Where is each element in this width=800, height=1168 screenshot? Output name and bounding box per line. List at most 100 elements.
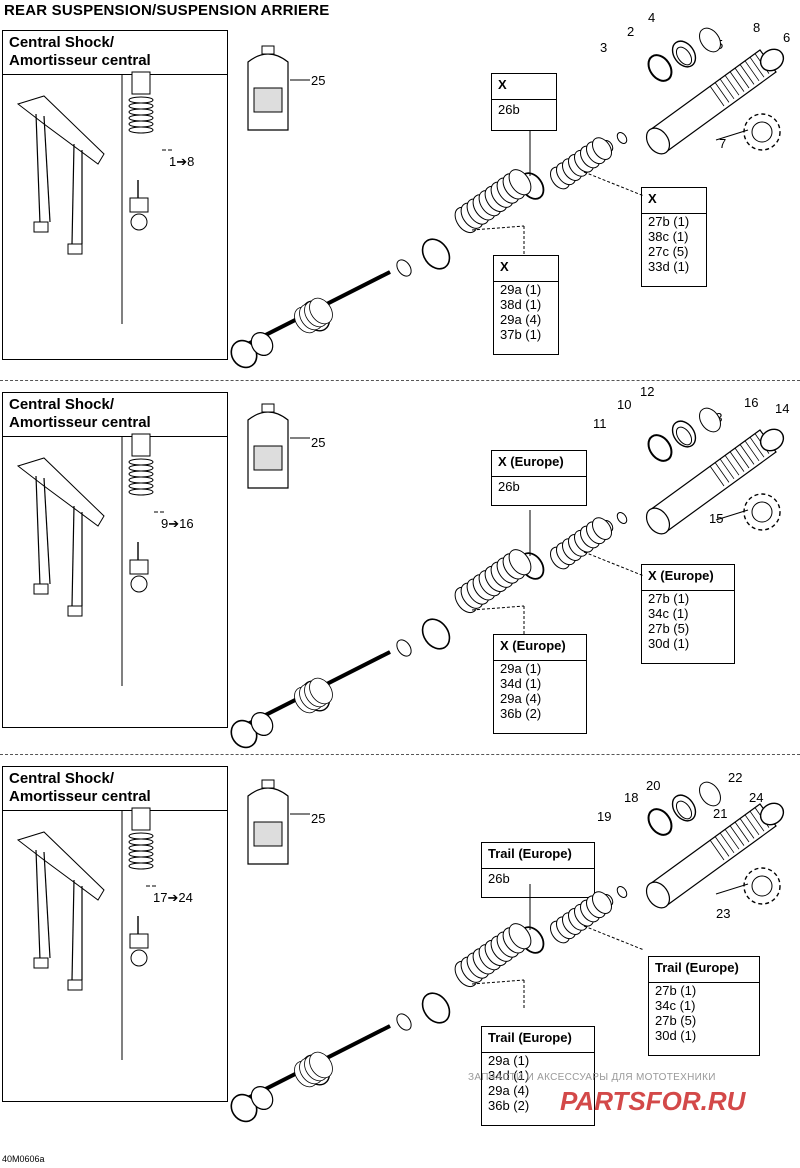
reservoir-ribs: [744, 814, 760, 836]
rod-eye-bushing: [250, 332, 274, 356]
frame-foot: [33, 957, 49, 969]
frame-leg: [43, 115, 51, 223]
reservoir-ribs: [714, 836, 730, 857]
bushing-inner: [675, 800, 693, 820]
washer: [396, 639, 412, 657]
frame-foot: [67, 243, 83, 255]
leader-line: [471, 605, 525, 611]
section-divider: [0, 380, 800, 381]
shim-stack: [508, 169, 532, 196]
watermark-logo: PARTSFOR.RU: [560, 1086, 746, 1116]
reservoir-ribs: [709, 85, 725, 107]
shock-eye: [759, 802, 785, 826]
leader-line: [583, 171, 645, 197]
reservoir-ribs: [734, 821, 750, 843]
frame-leg: [35, 849, 41, 961]
callout-19: 19: [597, 809, 612, 824]
spec-box-top: Trail (Europe) 26b: [481, 842, 595, 898]
diagram-section-3: Central Shock/ Amortisseur central 17➔24…: [0, 754, 800, 1154]
frame-sketch: [16, 831, 105, 901]
range-label: 9➔16: [161, 516, 194, 531]
shock-eye: [759, 48, 785, 72]
shim-stack: [591, 517, 613, 540]
diagram-section-2: Central Shock/ Amortisseur central 9➔16 …: [0, 380, 800, 754]
shim: [616, 132, 628, 144]
spec-box-right: X 27b (1) 38c (1) 27c (5) 33d (1): [641, 187, 707, 287]
spec-box-right: X (Europe) 27b (1) 34c (1) 27b (5) 30d (…: [641, 564, 735, 664]
reservoir-ribs: [719, 458, 735, 480]
oil-bottle-cap: [261, 779, 275, 789]
frame-sketch: [16, 457, 105, 527]
shock-thumb-spring: [128, 108, 154, 116]
shock-thumb-bottom: [129, 559, 149, 575]
bottle-ref: 25: [311, 811, 326, 826]
reservoir-ribs: [749, 56, 765, 78]
leader-line: [715, 129, 749, 141]
diagram-code: 40M0606a: [2, 1154, 45, 1164]
shock-thumb-top: [131, 71, 151, 95]
reservoir-ribs: [744, 60, 760, 82]
leader-line: [471, 225, 525, 231]
frame-foot: [67, 979, 83, 991]
shock-thumb-spring: [128, 458, 154, 466]
callout-15: 15: [709, 511, 724, 526]
frame-leg: [71, 879, 75, 981]
reservoir-ribs: [739, 444, 755, 465]
shim: [616, 886, 628, 898]
reservoir-ribs: [714, 462, 730, 483]
reservoir-ribs: [724, 74, 740, 96]
piston-nut: [421, 992, 451, 1024]
shock-thumb-top: [131, 807, 151, 831]
callout-6: 6: [783, 30, 791, 45]
leader-line: [715, 883, 749, 895]
leader-line: [583, 551, 645, 577]
callout-8: 8: [753, 20, 761, 35]
reservoir-ribs: [719, 832, 735, 854]
callout-16: 16: [744, 395, 759, 410]
shock-body-end: [645, 881, 671, 909]
callout-7: 7: [719, 136, 727, 151]
reservoir-ribs: [739, 64, 755, 85]
callout-18: 18: [624, 790, 639, 805]
shock-thumb-spring: [128, 838, 154, 846]
reservoir-ribs: [709, 465, 725, 487]
bushing-inner: [675, 46, 693, 66]
diagram-section-1: Central Shock/ Amortisseur central 1➔8 2…: [0, 0, 800, 380]
shock-thumb-bottom: [129, 197, 149, 213]
shock-thumb-spring: [128, 102, 154, 110]
reservoir-ribs: [729, 71, 745, 92]
range-label: 17➔24: [153, 890, 193, 905]
frame-foot: [67, 605, 83, 617]
reservoir-ribs: [709, 839, 725, 861]
washer: [396, 1013, 412, 1031]
callout-2: 2: [627, 24, 635, 39]
o-ring: [699, 781, 721, 807]
rod-seal-ribs: [309, 297, 333, 325]
frame-leg: [43, 477, 51, 585]
o-ring: [699, 407, 721, 433]
callout-4: 4: [648, 10, 656, 25]
reservoir-ribs: [739, 818, 755, 839]
oil-bottle-cap: [261, 403, 275, 413]
shock-thumb-spring: [128, 488, 154, 496]
shock-thumb-spring: [128, 120, 154, 128]
reservoir-ribs: [719, 78, 735, 100]
shock-thumb-spring: [128, 114, 154, 122]
inset-title: Central Shock/ Amortisseur central: [9, 396, 151, 431]
rod-seal-ribs: [309, 677, 333, 705]
leader-line: [471, 979, 525, 985]
callout-14: 14: [775, 401, 790, 416]
shock-eye: [759, 428, 785, 452]
oil-bottle-label: [253, 821, 283, 847]
adjuster-nut-hole: [751, 875, 773, 897]
location-inset: Central Shock/ Amortisseur central 1➔8: [2, 30, 228, 360]
seal-ring: [647, 434, 673, 462]
shock-thumb-spring: [128, 856, 154, 864]
inset-title: Central Shock/ Amortisseur central: [9, 770, 151, 805]
shock-thumb-spring: [128, 476, 154, 484]
inset-title: Central Shock/ Amortisseur central: [9, 34, 151, 69]
shim: [616, 512, 628, 524]
frame-leg: [71, 143, 75, 245]
shock-thumb-bottom: [129, 933, 149, 949]
adjuster-nut-hole: [751, 501, 773, 523]
